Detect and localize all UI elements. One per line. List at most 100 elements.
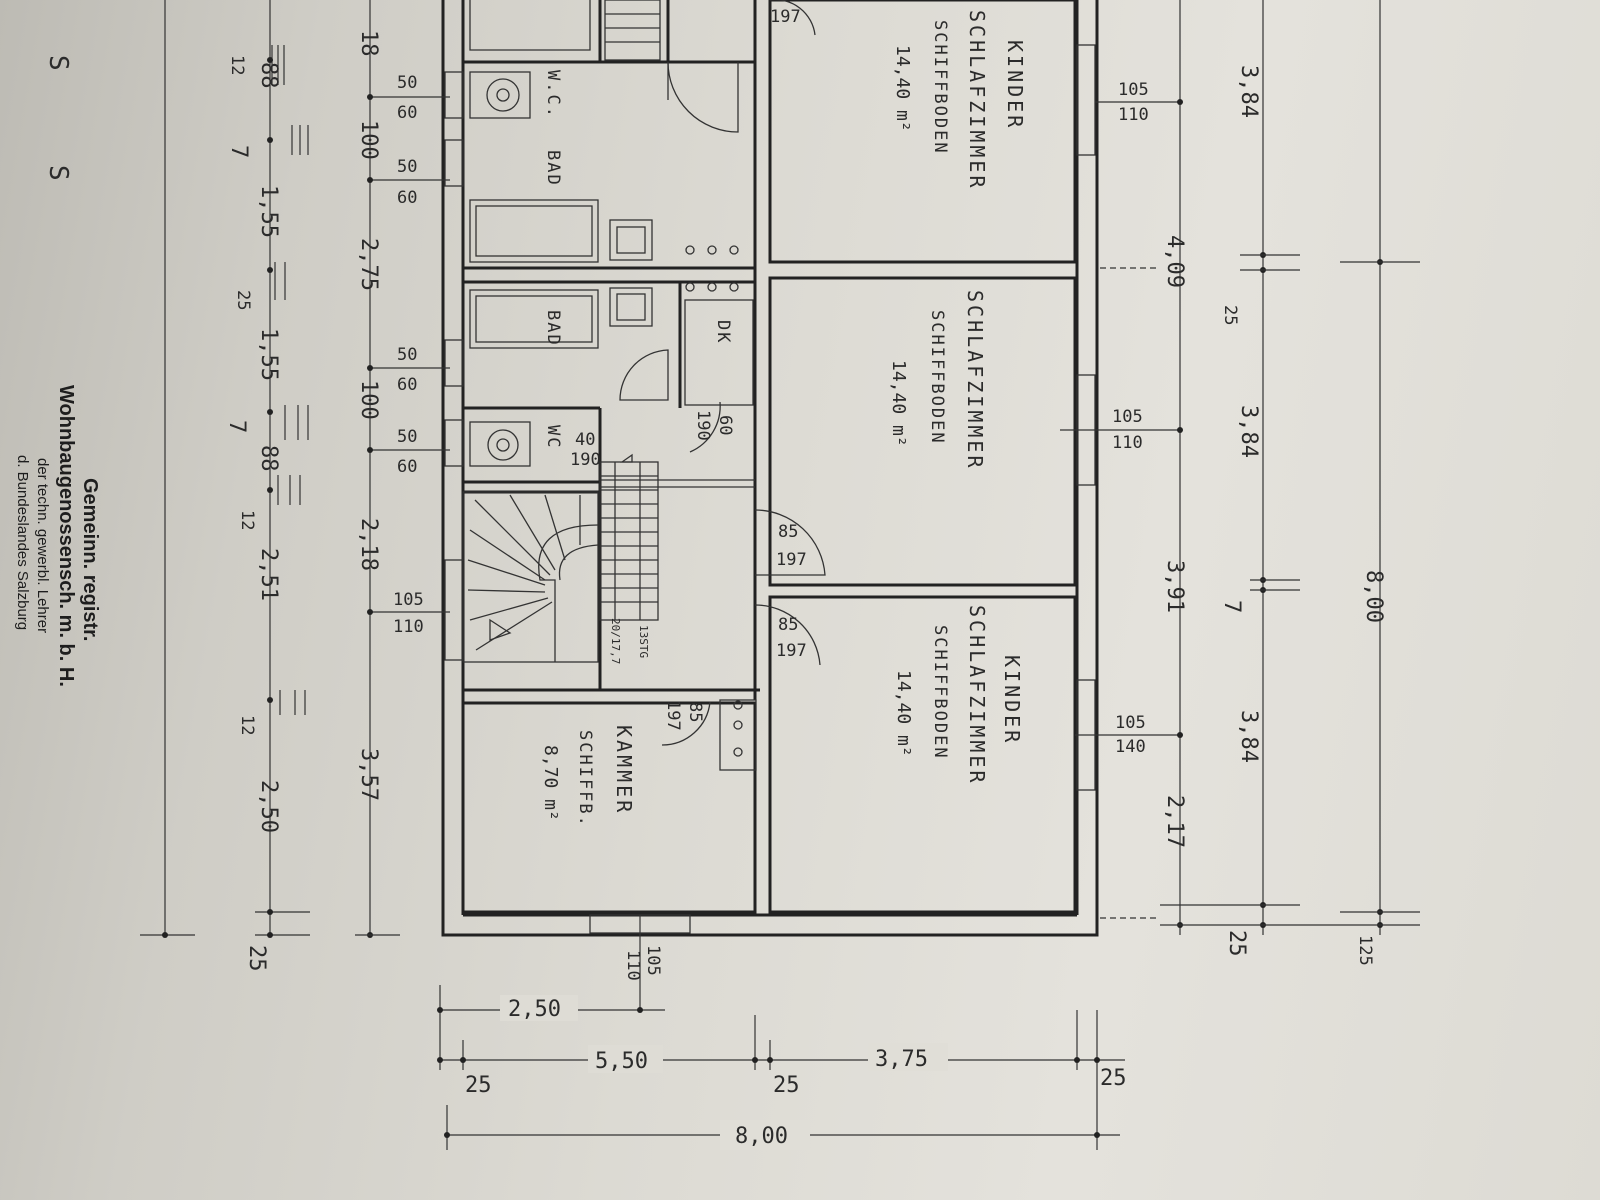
door-label: 85 [685, 702, 705, 722]
dim-chain-left-inner: 18 100 2,75 100 2,18 3,57 [355, 0, 400, 938]
window-width: 105 [643, 945, 663, 976]
dim-label: 7 [226, 145, 251, 158]
room-name-line1: KINDER [1003, 40, 1027, 130]
window-height: 110 [1112, 433, 1143, 453]
stairs-label: 20/17,7 [609, 618, 622, 664]
interior-walls [461, 0, 1077, 914]
room-wc: WC [543, 425, 563, 449]
room-area: 14,40 m² [893, 670, 914, 757]
door-label: 197 [770, 7, 801, 27]
dim-label: 3,91 [1162, 560, 1187, 613]
room-floor: SCHIFFBODEN [930, 625, 950, 760]
tick-marks [255, 45, 310, 938]
dim-total: 8,00 [1361, 570, 1386, 623]
dim-label: 3,84 [1236, 405, 1261, 458]
window-height: 110 [1118, 105, 1149, 125]
window-width: 105 [1112, 407, 1143, 427]
dim-label: 25 [773, 1073, 800, 1098]
side-marks: S S [43, 55, 73, 181]
dim-label: 12 [237, 510, 257, 530]
stove-burners [685, 245, 743, 757]
legend-line-3: der techn. gewerbl. Lehrer [34, 458, 51, 633]
door-label: 85 [778, 522, 798, 542]
window-label-bottom: 105 110 [623, 915, 663, 1010]
window-height: 110 [623, 950, 643, 981]
room-name-line1: KINDER [1000, 655, 1024, 745]
door-label: 197 [776, 550, 807, 570]
window-width: 50 [397, 73, 417, 93]
dim-label: 3,84 [1236, 710, 1261, 763]
door-label: 190 [570, 450, 601, 470]
legend-line-4: d. Bundeslandes Salzburg [14, 455, 31, 630]
dim-label: 25 [1100, 1066, 1127, 1091]
dim-label: 3,57 [356, 748, 381, 801]
room-name-line1: KAMMER [612, 725, 636, 815]
room-schlafzimmer: SCHLAFZIMMER SCHIFFBODEN 14,40 m² [888, 290, 987, 471]
room-dk: DK [713, 320, 733, 344]
dim-label: 2,50 [508, 997, 561, 1022]
dim-chain-bottom: 2,50 5,50 25 25 3,75 25 8,00 [437, 985, 1127, 1150]
window-height: 60 [397, 103, 417, 123]
door-labels: 197 85 197 85 197 85 197 60 190 40 190 1… [570, 7, 807, 731]
room-kinder-1: KINDER SCHLAFZIMMER SCHIFFBODEN 14,40 m² [892, 10, 1027, 191]
room-kinder-2: KINDER SCHLAFZIMMER SCHIFFBODEN 14,40 m² [893, 605, 1024, 786]
fixtures [469, 71, 757, 771]
door-label: 40 [575, 430, 595, 450]
legend-line-1: Gemeinn. registr. [79, 478, 101, 641]
window-labels-left: 50 60 50 60 50 60 50 60 105 110 [370, 73, 450, 637]
legend-line-2: Wohnbaugenossensch. m. b. H. [55, 385, 77, 687]
dim-label: 2,51 [256, 548, 281, 601]
window-width: 105 [1115, 713, 1146, 733]
room-name-line1: SCHLAFZIMMER [963, 290, 987, 471]
dim-label: 3,75 [875, 1047, 928, 1072]
room-bad: BAD [543, 310, 563, 347]
stairs-label: 13STG [637, 625, 650, 658]
door-label: 197 [776, 641, 807, 661]
room-floor: SCHIFFBODEN [927, 310, 947, 445]
dim-chain-right-inner: 3,84 4,09 25 3,84 3,91 7 3,84 2,17 25 8,… [1100, 0, 1420, 966]
room-area: 14,40 m² [892, 45, 913, 132]
window-width: 50 [397, 427, 417, 447]
window-height: 60 [397, 375, 417, 395]
dim-label: 4,09 [1162, 235, 1187, 288]
dim-label: 2,18 [356, 518, 381, 571]
room-area: 8,70 m² [540, 745, 561, 821]
legend-stamp: Gemeinn. registr. Wohnbaugenossensch. m.… [14, 385, 101, 687]
room-name-line2: SCHLAFZIMMER [965, 605, 989, 786]
section-mark: S [43, 55, 73, 71]
door-label: 197 [663, 700, 683, 731]
dim-label: 125 [1355, 935, 1375, 966]
dim-label: 25 [233, 290, 253, 310]
window-width: 105 [393, 590, 424, 610]
door-swings [600, 0, 826, 746]
dim-label: 88 [256, 445, 281, 472]
dim-label: 18 [356, 30, 381, 57]
dim-label: 88 [256, 62, 281, 89]
dim-chain-left-outer: 88 12 7 1,55 25 1,55 7 88 12 2,51 12 2,5… [140, 0, 310, 972]
window-height: 110 [393, 617, 424, 637]
dim-label: 1,55 [256, 185, 281, 238]
window-height: 60 [397, 188, 417, 208]
window-height: 140 [1115, 737, 1146, 757]
door-label: 85 [778, 615, 798, 635]
dim-label: 2,50 [256, 780, 281, 833]
dim-label: 100 [356, 120, 381, 160]
dim-label: 5,50 [595, 1049, 648, 1074]
dim-total: 8,00 [735, 1124, 788, 1149]
dim-label: 2,17 [1162, 795, 1187, 848]
window-width: 50 [397, 345, 417, 365]
door-label: 190 [693, 410, 713, 441]
dim-label: 7 [1219, 600, 1244, 613]
window-width: 50 [397, 157, 417, 177]
room-kammer: KAMMER SCHIFFB. 8,70 m² [540, 725, 636, 828]
room-wc-bad-bad: BAD [543, 150, 563, 187]
staircase [462, 0, 661, 663]
room-wc-bad-wc: W.C. [543, 70, 563, 119]
dim-label: 25 [465, 1073, 492, 1098]
door-label: 60 [715, 415, 735, 435]
dim-label: 25 [1220, 305, 1240, 325]
dim-label: 12 [237, 715, 257, 735]
dim-label: 12 [227, 55, 247, 75]
dim-label: 25 [1224, 930, 1249, 957]
